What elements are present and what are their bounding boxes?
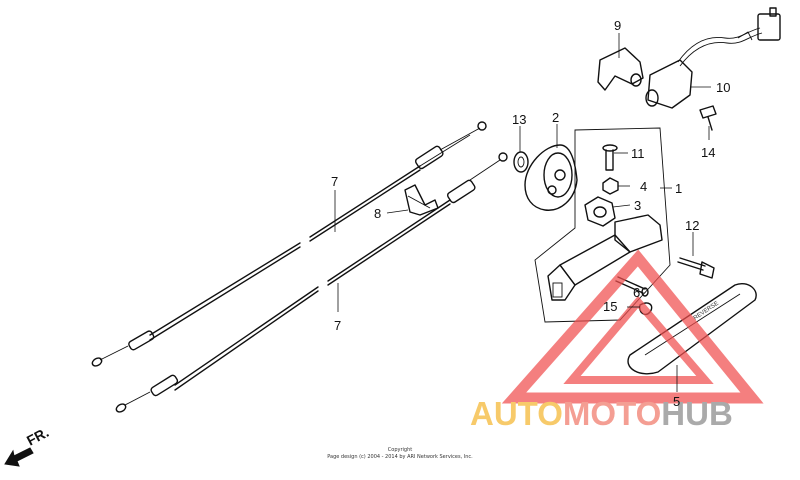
callout-13: 13 [512, 112, 526, 127]
callout-7-lower: 7 [334, 318, 341, 333]
upper-cable [149, 242, 301, 336]
callout-11: 11 [631, 146, 645, 161]
lower-cable-adjuster [446, 179, 476, 204]
callout-6: 6 [633, 285, 640, 300]
callout-5: 5 [673, 394, 680, 409]
callout-15: 15 [603, 299, 617, 314]
cable-clip-part-8 [404, 184, 439, 216]
lower-cable-far [327, 199, 451, 282]
upper-cable-adjuster [414, 145, 444, 170]
lever-part-3 [584, 196, 616, 227]
bolt-part-14 [699, 105, 717, 131]
lower-cable-nipple [115, 403, 127, 413]
lower-cable-end-fitting [498, 152, 508, 162]
bracket-part-9 [597, 47, 644, 91]
callout-14: 14 [701, 145, 715, 160]
watermark-auto: AUTO [470, 395, 563, 432]
watermark-triangle [501, 249, 764, 404]
watermark-inner-triangle [563, 295, 714, 384]
callout-8: 8 [374, 206, 381, 221]
upper-cable-end-fitting [477, 121, 487, 131]
housing-part-2 [524, 144, 578, 211]
callout-4: 4 [640, 179, 647, 194]
leader-lines [334, 33, 711, 392]
front-label: FR. [24, 424, 51, 449]
washer-part-13 [513, 151, 529, 173]
copyright-line-2: Page design (c) 2004 - 2014 by ARI Netwo… [327, 454, 473, 460]
copyright-line-1: Copyright [388, 447, 412, 453]
watermark-hub: HUB [661, 395, 733, 432]
callout-9: 9 [614, 18, 621, 33]
nut-part-4 [602, 177, 619, 195]
watermark-moto: MOTO [563, 395, 661, 432]
upper-cable-far [309, 165, 421, 238]
callout-7-upper: 7 [331, 174, 338, 189]
lower-cable-housing-end [150, 374, 179, 397]
bolt-part-12 [677, 257, 715, 279]
upper-cable-nipple [91, 357, 103, 367]
pin-part-11 [602, 144, 618, 171]
callout-1: 1 [675, 181, 682, 196]
handle-body [547, 214, 663, 301]
callout-10: 10 [716, 80, 730, 95]
switch-assembly-part-10 [645, 7, 781, 109]
callout-numbers: 7 7 8 9 10 14 13 2 11 4 1 3 12 6 15 5 [331, 18, 730, 409]
callout-12: 12 [685, 218, 699, 233]
front-arrow-icon [4, 447, 34, 467]
watermark-logo: AUTOMOTOHUB [470, 249, 764, 432]
throttle-cables [91, 121, 508, 413]
lower-cable [174, 286, 319, 386]
connector [757, 13, 781, 41]
watermark-text: AUTOMOTOHUB [470, 395, 733, 432]
callout-3: 3 [634, 198, 641, 213]
front-direction-indicator: FR. [4, 424, 51, 467]
callout-2: 2 [552, 110, 559, 125]
upper-cable-housing-end [128, 330, 155, 351]
